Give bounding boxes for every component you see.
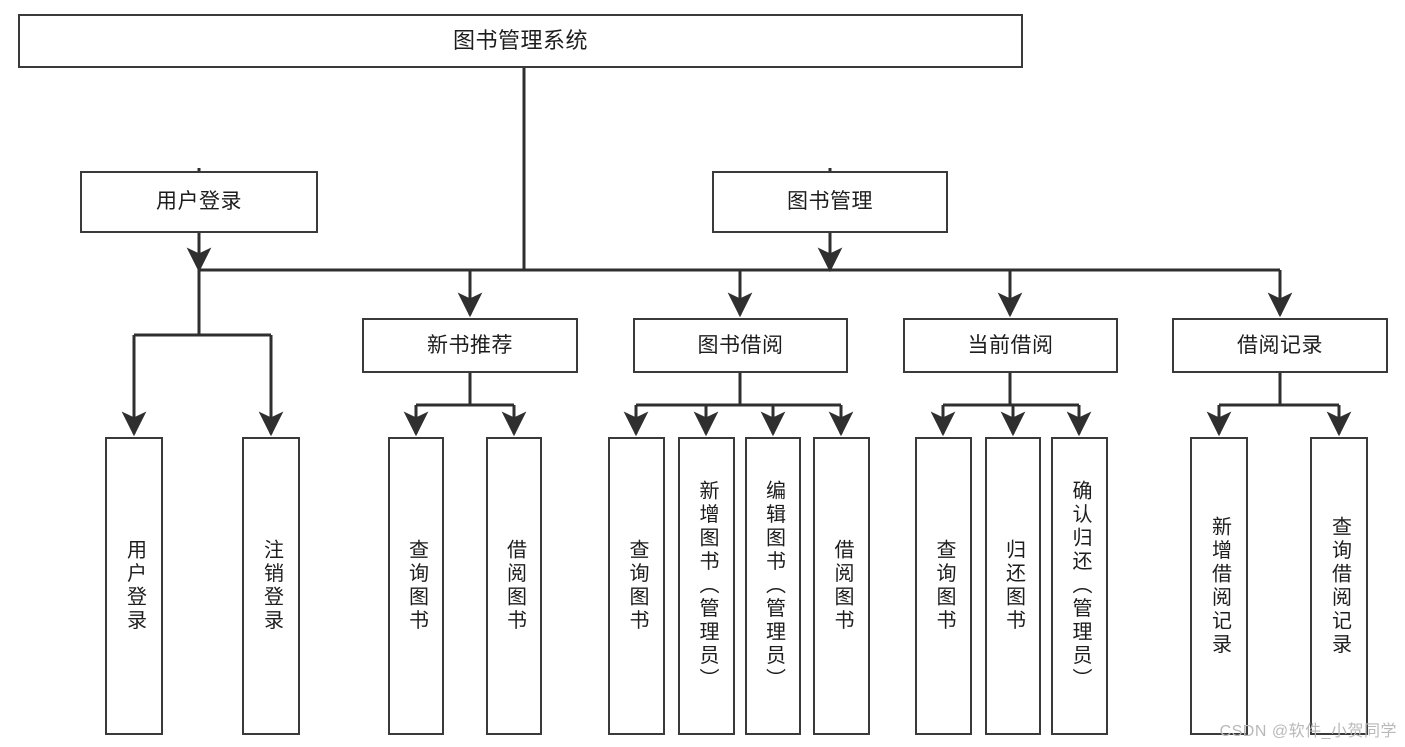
leaf-user-login-label: 用户登录: [123, 539, 146, 633]
leaf-borrow-book-1[interactable]: 借阅图书: [486, 437, 542, 735]
node-new-book-recommend-label: 新书推荐: [427, 333, 513, 357]
leaf-edit-book-admin-label: 编辑图书（管理员）: [762, 480, 785, 692]
leaf-add-borrow-record[interactable]: 新增借阅记录: [1190, 437, 1248, 735]
leaf-borrow-book-2-label: 借阅图书: [831, 539, 853, 633]
node-borrow-record-label: 借阅记录: [1237, 333, 1323, 357]
leaf-confirm-return-admin[interactable]: 确认归还（管理员）: [1051, 437, 1108, 735]
leaf-return-book[interactable]: 归还图书: [985, 437, 1041, 735]
leaf-query-borrow-record-label: 查询借阅记录: [1328, 515, 1351, 657]
leaf-borrow-book-1-label: 借阅图书: [503, 539, 526, 633]
leaf-add-borrow-record-label: 新增借阅记录: [1208, 515, 1231, 657]
leaf-add-book-admin-label: 新增图书（管理员）: [696, 480, 718, 692]
node-user-login[interactable]: 用户登录: [80, 171, 318, 233]
leaf-edit-book-admin[interactable]: 编辑图书（管理员）: [745, 437, 801, 735]
node-book-borrow-label: 图书借阅: [697, 333, 784, 357]
node-current-borrow[interactable]: 当前借阅: [903, 318, 1118, 373]
node-root[interactable]: 图书管理系统: [18, 14, 1023, 68]
leaf-confirm-return-admin-label: 确认归还（管理员）: [1069, 480, 1091, 692]
node-book-management-label: 图书管理: [787, 190, 873, 214]
leaf-add-book-admin[interactable]: 新增图书（管理员）: [678, 437, 735, 735]
leaf-query-book-2-label: 查询图书: [626, 539, 648, 633]
leaf-logout[interactable]: 注销登录: [242, 437, 300, 735]
node-book-borrow[interactable]: 图书借阅: [633, 318, 848, 373]
node-user-login-label: 用户登录: [156, 190, 242, 214]
node-book-management[interactable]: 图书管理: [712, 171, 948, 233]
leaf-query-book-3[interactable]: 查询图书: [915, 437, 972, 735]
leaf-borrow-book-2[interactable]: 借阅图书: [813, 437, 870, 735]
leaf-query-book-2[interactable]: 查询图书: [608, 437, 665, 735]
node-borrow-record[interactable]: 借阅记录: [1172, 318, 1388, 373]
leaf-query-book-3-label: 查询图书: [933, 539, 955, 633]
leaf-user-login[interactable]: 用户登录: [105, 437, 163, 735]
leaf-query-borrow-record[interactable]: 查询借阅记录: [1310, 437, 1368, 735]
node-root-label: 图书管理系统: [452, 28, 588, 54]
leaf-query-book-1-label: 查询图书: [405, 539, 428, 633]
node-current-borrow-label: 当前借阅: [967, 333, 1054, 357]
leaf-logout-label: 注销登录: [260, 539, 283, 633]
node-new-book-recommend[interactable]: 新书推荐: [362, 318, 578, 373]
leaf-query-book-1[interactable]: 查询图书: [388, 437, 444, 735]
leaf-return-book-label: 归还图书: [1002, 539, 1025, 633]
